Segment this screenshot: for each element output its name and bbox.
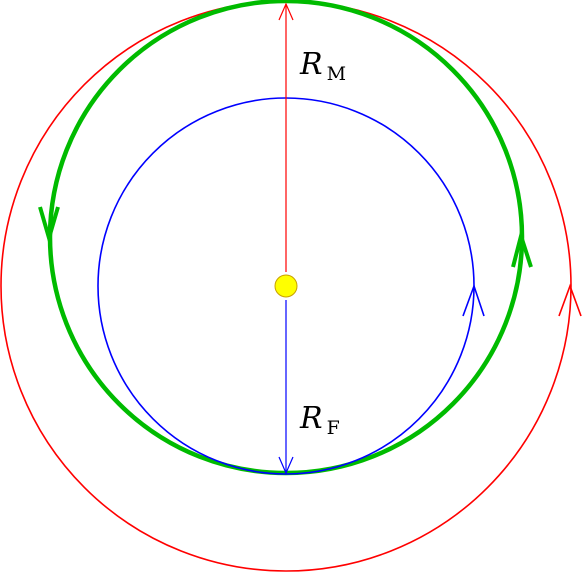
inner-orbit-direction-arrow	[462, 283, 485, 317]
mars-radius-symbol: R	[299, 47, 323, 82]
earth-radius-subscript: F	[327, 417, 340, 439]
outer-orbit-direction-arrow	[558, 283, 582, 317]
transfer-orbit-direction-arrow-left	[38, 206, 60, 246]
mars-radius-subscript: M	[327, 63, 346, 85]
earth-radius-symbol: R	[299, 401, 323, 436]
sun	[274, 274, 298, 298]
earth-radius-arrowhead	[278, 456, 294, 475]
transfer-orbit-direction-arrow-right	[511, 228, 533, 268]
mars-radius-arrowhead	[278, 2, 294, 21]
